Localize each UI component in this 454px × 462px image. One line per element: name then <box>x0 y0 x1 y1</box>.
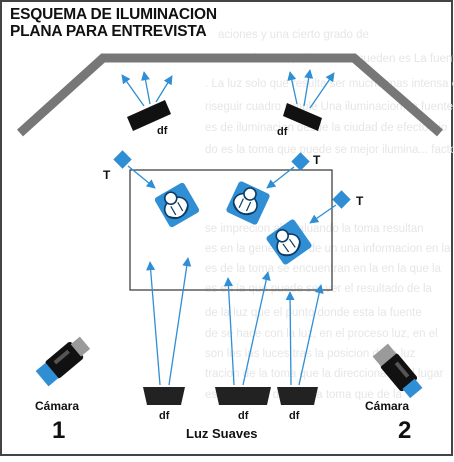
background-text-line: de se hace con la luz, en el proceso luz… <box>205 328 438 340</box>
diamond-light-icon <box>332 190 351 209</box>
camera-1: Cámara 1 <box>35 336 91 444</box>
camera-label: Cámara <box>365 399 409 413</box>
diamond-light-icon <box>291 152 310 171</box>
video-camera-icon <box>372 343 423 399</box>
background-text-line: es de iluminacion desde la ciudad de efe… <box>205 122 447 134</box>
diffuser-label: df <box>289 410 300 422</box>
diagram-title-line-2: PLANA PARA ENTREVISTA <box>10 23 207 40</box>
softbox-diffuser-icon <box>277 387 318 405</box>
diffuser-bottom-left: df <box>143 387 185 422</box>
softbox-diffuser-icon <box>215 387 271 405</box>
tripod-light-label: T <box>356 194 364 208</box>
background-text-line: son los las luces tras la posicion de la… <box>205 348 416 360</box>
softbox-diffuser-icon <box>143 387 185 405</box>
camera-number: 2 <box>398 417 411 444</box>
diamond-light-icon <box>113 150 132 169</box>
camera-2: Cámara 2 <box>365 343 423 444</box>
softbox-diffuser-icon <box>283 103 322 131</box>
background-text-line: do es la toma que puede se mejor ilumina… <box>205 144 454 156</box>
seated-person-icon <box>224 179 272 227</box>
tripod-light-right: T <box>309 190 364 224</box>
background-text-line: es en la generacion de un una informacio… <box>205 243 451 255</box>
subject-left <box>152 180 202 230</box>
room-wall <box>16 53 443 137</box>
tripod-light-left: T <box>103 150 156 189</box>
bottom-caption: Luz Suaves <box>186 426 258 441</box>
diffuser-label: df <box>157 125 168 137</box>
background-text-line: aciones y una cierto grado de <box>218 29 369 41</box>
seated-person-icon <box>152 180 202 230</box>
bottom-light-beams <box>146 257 324 386</box>
camera-number: 1 <box>52 417 65 444</box>
diffuser-label: df <box>277 126 288 138</box>
diagram-title-line-1: ESQUEMA DE ILUMINACION <box>10 6 217 23</box>
diffuser-label: df <box>238 410 249 422</box>
set-area <box>129 169 333 291</box>
diffuser-top-left: df <box>121 71 173 137</box>
background-text-line: es de la toma se encuentran en la en la … <box>205 263 442 275</box>
tripod-light-label: T <box>313 153 321 167</box>
subject-center <box>224 179 272 227</box>
background-text-line: riseguir cuadro simple Una iluminacion, … <box>205 101 453 113</box>
diffuser-top-right: df <box>277 69 335 138</box>
diffuser-label: df <box>159 410 170 422</box>
camera-label: Cámara <box>35 399 79 413</box>
background-text-line: se imprecion al evaluando la toma result… <box>205 223 424 235</box>
background-text: aciones y una cierto grado de zona de la… <box>205 29 454 401</box>
softbox-diffuser-icon <box>127 100 171 131</box>
diffuser-bottom-right: df <box>277 387 318 422</box>
video-camera-icon <box>35 336 91 387</box>
tripod-light-label: T <box>103 168 111 182</box>
diffuser-bottom-center: df <box>215 387 271 422</box>
tripod-light-middle: T <box>266 152 321 189</box>
